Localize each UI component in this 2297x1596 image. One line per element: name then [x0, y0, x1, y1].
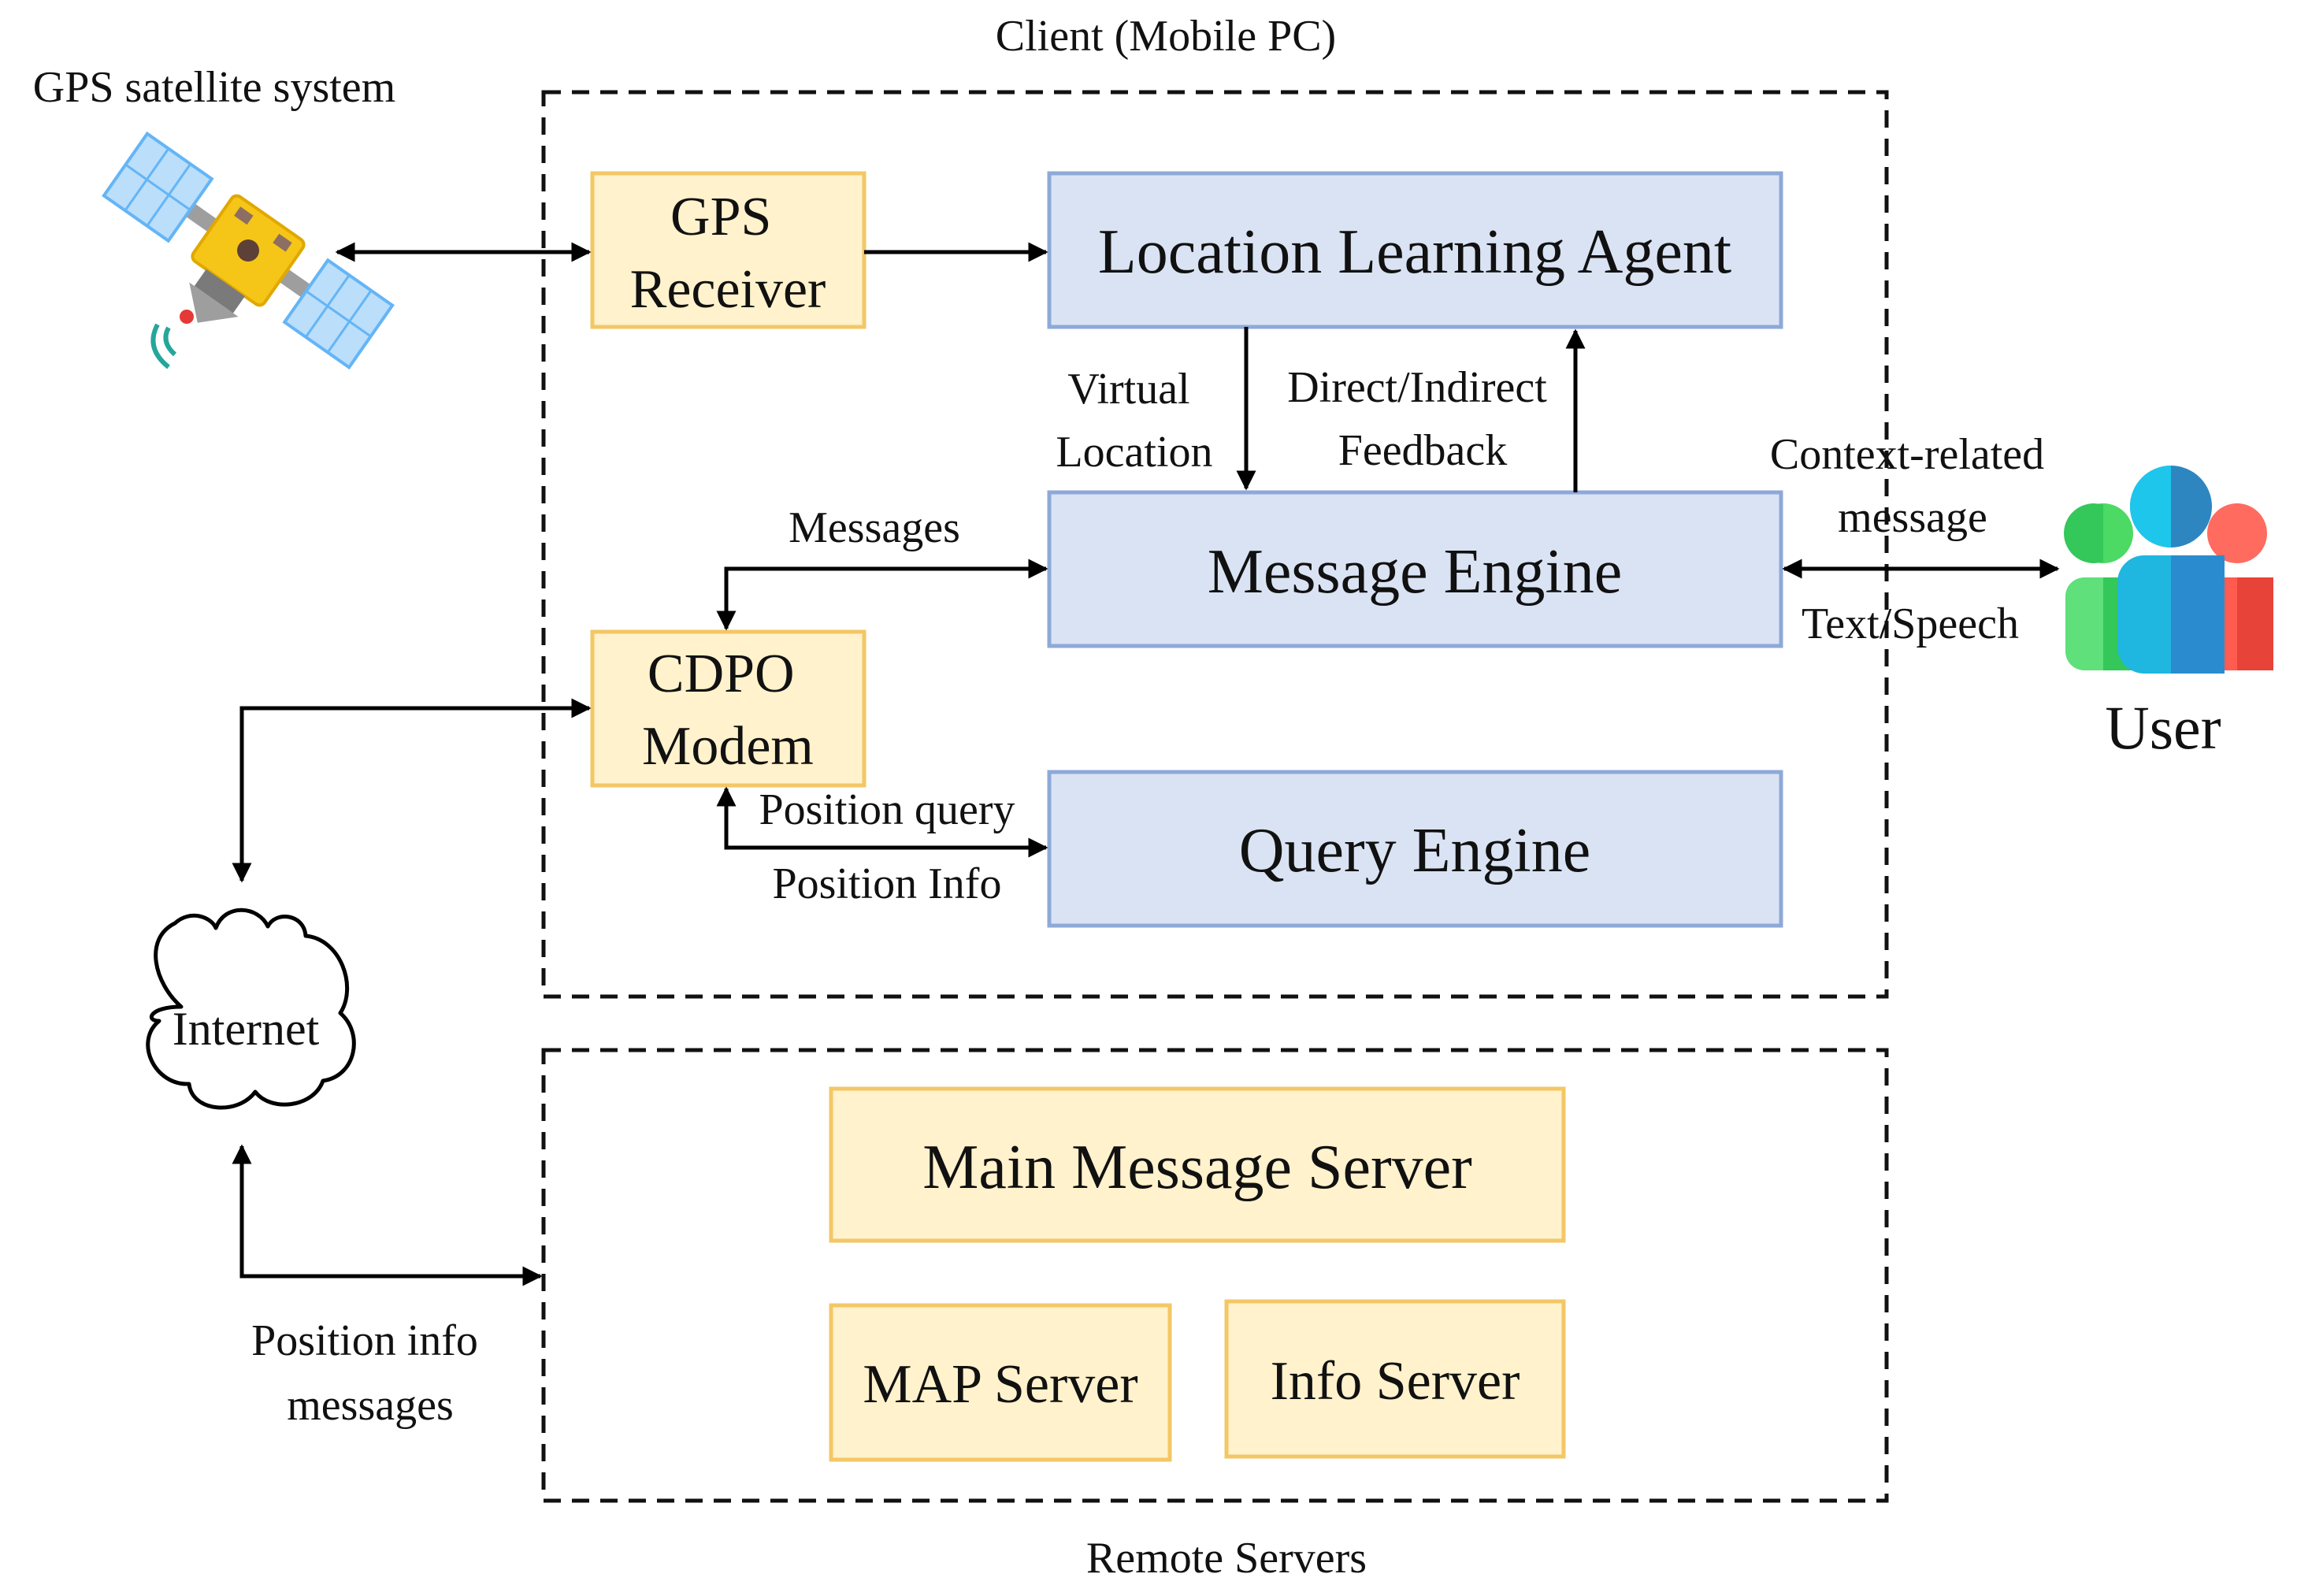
main-message-server-box — [829, 1086, 1566, 1243]
internet-remote-arrow — [232, 1144, 543, 1286]
query-engine-arrow — [716, 786, 1048, 858]
gps-receiver-box — [590, 171, 866, 329]
virtual-location-label: Virtual Location — [1056, 365, 1212, 477]
user-label: User — [2105, 693, 2221, 762]
messages-label: Messages — [789, 503, 960, 552]
text-speech-label: Text/Speech — [1802, 599, 2019, 648]
client-group-label: Client (Mobile PC) — [996, 12, 1336, 61]
query-engine-box — [1047, 770, 1783, 928]
internet-cloud-icon — [146, 907, 356, 1110]
info-server-label: Info Server — [1271, 1351, 1520, 1412]
remote-servers-label: Remote Servers — [1086, 1534, 1367, 1583]
info-server-box — [1224, 1299, 1566, 1459]
map-server-box — [829, 1303, 1172, 1462]
modem-internet-arrow — [232, 698, 592, 883]
position-messages-label: Position info messages — [251, 1316, 489, 1430]
cdpo-modem-box — [590, 629, 866, 788]
internet-label: Internet — [173, 1003, 320, 1055]
cdpo-modem-label: CDPO Modem — [642, 644, 814, 777]
main-message-server-label: Main Message Server — [922, 1133, 1472, 1202]
messages-arrow — [716, 559, 1048, 631]
map-server-label: MAP Server — [863, 1354, 1137, 1415]
position-info-label: Position Info — [773, 859, 1002, 908]
remote-servers-group — [541, 1048, 1889, 1503]
query-engine-label: Query Engine — [1239, 816, 1591, 885]
location-learning-agent-box — [1047, 171, 1783, 329]
location-learning-agent-label: Location Learning Agent — [1098, 217, 1731, 287]
position-query-label: Position query — [759, 785, 1015, 834]
message-engine-label: Message Engine — [1208, 537, 1623, 607]
user-group-icon — [2064, 466, 2273, 674]
satellite-icon — [102, 131, 395, 370]
client-group — [541, 90, 1889, 999]
message-engine-box — [1047, 490, 1783, 648]
gps-receiver-label: GPS Receiver — [630, 187, 826, 320]
feedback-label: Direct/Indirect Feedback — [1287, 363, 1558, 475]
gps-system-label: GPS satellite system — [33, 63, 395, 112]
context-message-label: Context-related message — [1770, 430, 2055, 542]
